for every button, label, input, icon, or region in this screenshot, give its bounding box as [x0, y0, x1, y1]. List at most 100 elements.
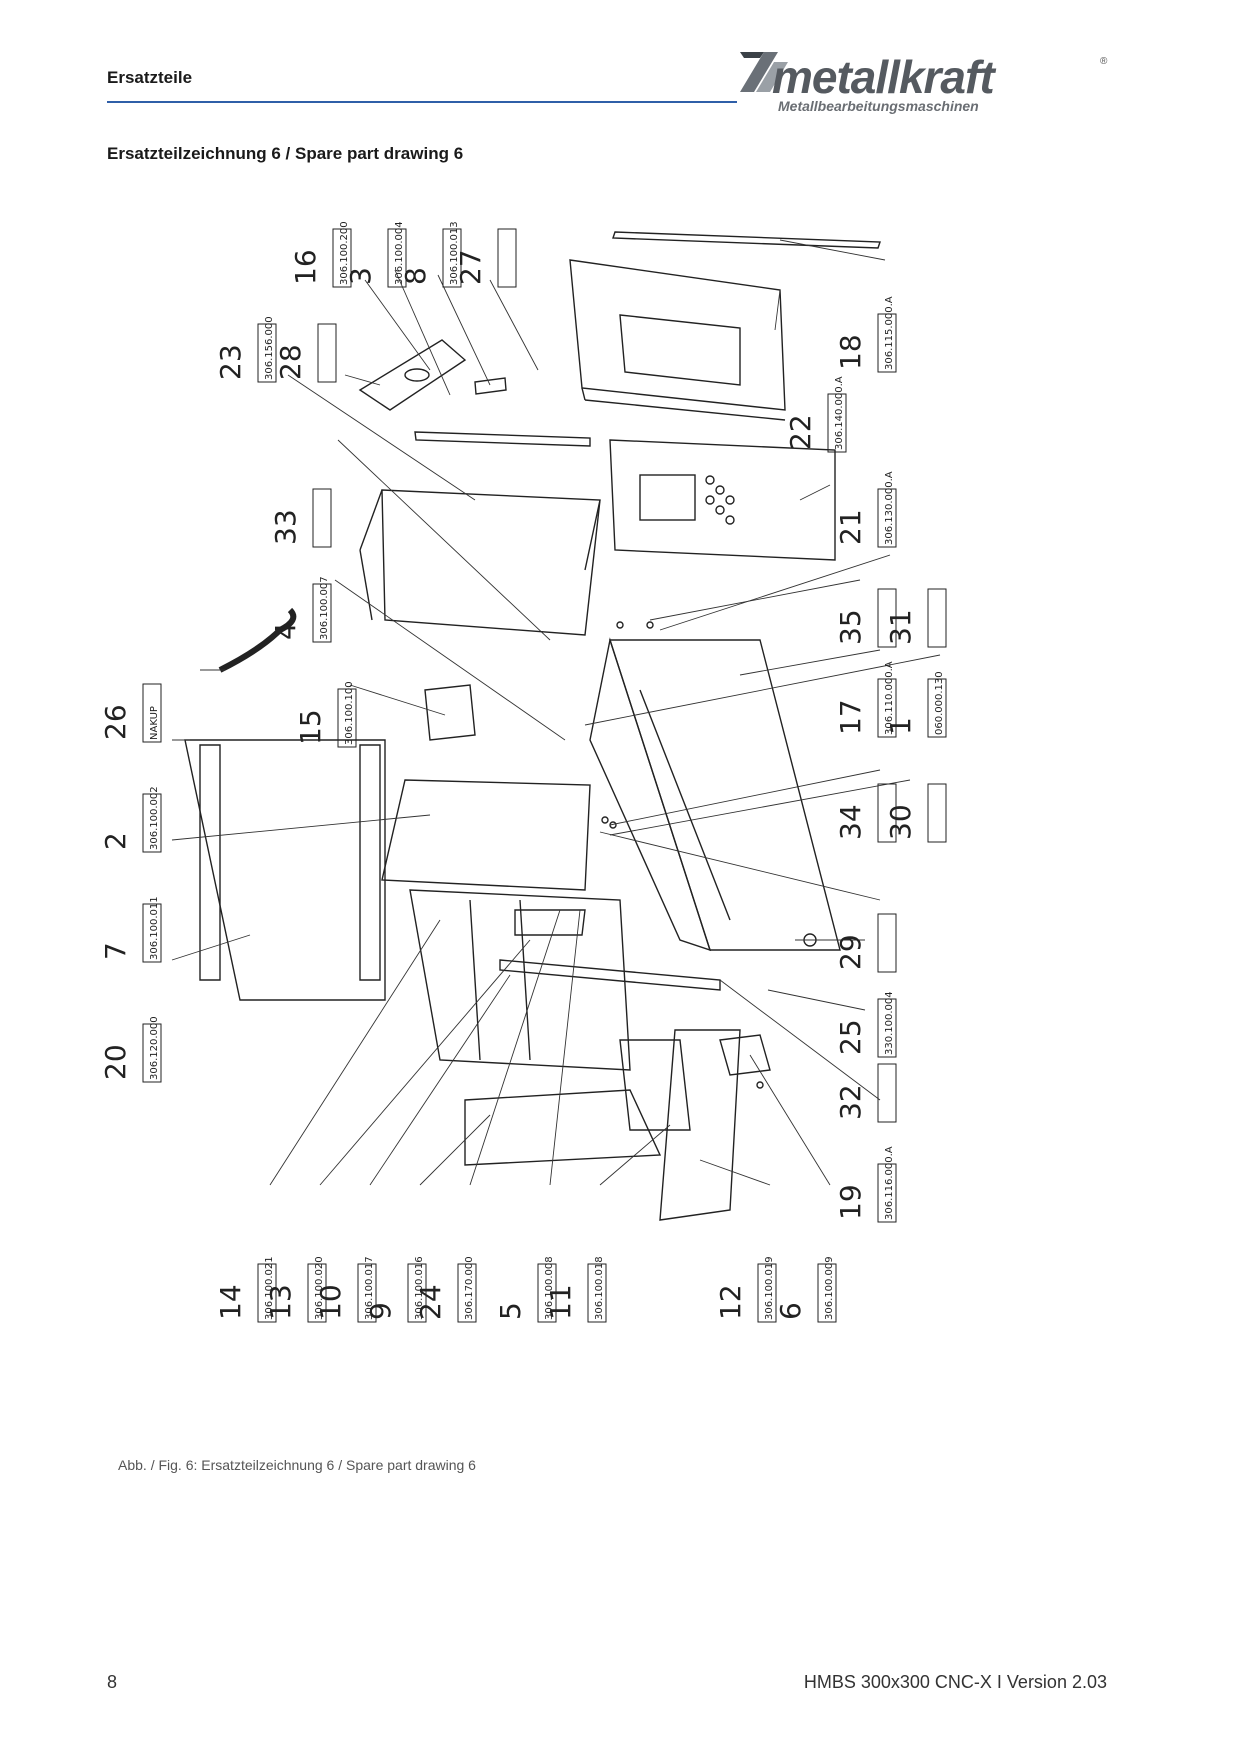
brand-logo: metallkraft ® Metallbearbeitungsmaschine…	[730, 46, 1110, 116]
svg-text:306.130.000.A: 306.130.000.A	[884, 471, 895, 545]
callout-30: 30	[884, 783, 947, 843]
part-panel-10	[409, 889, 631, 1071]
part-rail-19	[499, 959, 721, 991]
callout-10: 10 306.100.017	[314, 1256, 377, 1323]
drawing-parts	[184, 231, 881, 1221]
svg-text:6: 6	[774, 1302, 807, 1320]
svg-text:306.116.000.A: 306.116.000.A	[884, 1146, 895, 1220]
callout-20: 20 306.120.000	[99, 1016, 162, 1083]
svg-text:35: 35	[834, 609, 867, 645]
page-number: 8	[107, 1672, 118, 1692]
part-frame-1	[609, 639, 841, 951]
svg-text:22: 22	[784, 414, 817, 450]
svg-text:306.100.008: 306.100.008	[544, 1256, 555, 1320]
callout-31: 31	[884, 588, 947, 648]
svg-text:23: 23	[214, 344, 247, 380]
svg-text:306.100.021: 306.100.021	[264, 1256, 275, 1320]
svg-text:1: 1	[884, 717, 917, 735]
svg-text:3: 3	[344, 267, 377, 285]
svg-text:16: 16	[289, 249, 322, 285]
svg-text:14: 14	[214, 1284, 247, 1320]
leader-lines	[171, 239, 941, 1186]
callout-32: 32	[834, 1063, 897, 1123]
callout-5: 5 306.100.008	[494, 1256, 557, 1323]
callout-27: 27	[454, 228, 517, 288]
callout-6: 6 306.100.009	[774, 1256, 837, 1323]
callout-18: 18 306.115.000.A	[834, 296, 897, 373]
svg-text:306.100.019: 306.100.019	[764, 1256, 775, 1320]
svg-text:18: 18	[834, 334, 867, 370]
svg-text:306.100.020: 306.100.020	[314, 1256, 325, 1320]
svg-text:306.100.018: 306.100.018	[594, 1256, 605, 1320]
part-strip-8	[414, 431, 591, 447]
callout-11: 11 306.100.018	[544, 1256, 607, 1323]
part-panel-12	[659, 1029, 741, 1221]
svg-text:306.110.000.A: 306.110.000.A	[884, 661, 895, 735]
svg-text:34: 34	[834, 804, 867, 840]
section-header: Ersatzteile	[107, 68, 193, 87]
svg-text:8: 8	[399, 267, 432, 285]
svg-text:20: 20	[99, 1044, 132, 1080]
part-column-2	[184, 739, 386, 1001]
svg-text:306.100.009: 306.100.009	[824, 1256, 835, 1320]
svg-text:25: 25	[834, 1019, 867, 1055]
svg-text:15: 15	[294, 709, 327, 745]
logo-registered-mark: ®	[1100, 56, 1108, 67]
svg-text:NAKUP: NAKUP	[149, 706, 160, 740]
part-plate-3	[358, 339, 467, 411]
svg-text:28: 28	[274, 344, 307, 380]
callout-15: 15 306.100.100	[294, 681, 357, 748]
svg-text:306.156.000: 306.156.000	[264, 316, 275, 380]
svg-text:27: 27	[454, 249, 487, 285]
part-plate-24	[464, 1089, 662, 1166]
svg-text:306.115.000.A: 306.115.000.A	[884, 296, 895, 370]
svg-text:19: 19	[834, 1184, 867, 1220]
svg-text:306.100.017: 306.100.017	[364, 1256, 375, 1320]
logo-wordmark: metallkraft	[772, 51, 995, 103]
callout-12: 12 306.100.019	[714, 1256, 777, 1323]
svg-text:13: 13	[264, 1284, 297, 1320]
callout-28: 28	[274, 323, 337, 383]
svg-text:306.120.000: 306.120.000	[149, 1016, 160, 1080]
callout-35: 35	[834, 588, 897, 648]
callout-4: 4 306.100.007	[269, 576, 332, 643]
svg-text:306.100.004: 306.100.004	[394, 221, 405, 285]
svg-text:306.100.007: 306.100.007	[319, 576, 330, 640]
svg-text:306.170.000: 306.170.000	[464, 1256, 475, 1320]
part-control-panel-21	[609, 439, 836, 561]
svg-text:32: 32	[834, 1084, 867, 1120]
callout-29: 29	[834, 913, 897, 973]
svg-text:060.000.130: 060.000.130	[934, 671, 945, 735]
svg-text:306.100.100: 306.100.100	[344, 681, 355, 745]
svg-text:29: 29	[834, 934, 867, 970]
callout-13: 13 306.100.020	[264, 1256, 327, 1323]
part-rail-18	[612, 231, 881, 249]
svg-text:12: 12	[714, 1284, 747, 1320]
callout-14: 14 306.100.021	[214, 1256, 277, 1323]
svg-text:10: 10	[314, 1284, 347, 1320]
svg-text:4: 4	[269, 622, 302, 640]
svg-text:5: 5	[494, 1302, 527, 1320]
callout-1: 1 060.000.130	[884, 671, 947, 738]
logo-subtitle: Metallbearbeitungsmaschinen	[778, 98, 979, 114]
svg-text:33: 33	[269, 509, 302, 545]
svg-text:11: 11	[544, 1284, 577, 1320]
part-housing-23	[381, 489, 601, 636]
svg-text:9: 9	[364, 1302, 397, 1320]
svg-text:24: 24	[414, 1284, 447, 1320]
svg-text:2: 2	[99, 832, 132, 850]
header-rule	[107, 101, 737, 103]
callout-19: 19 306.116.000.A	[834, 1146, 897, 1223]
callout-23: 23 306.156.000	[214, 316, 277, 383]
svg-text:306.100.002: 306.100.002	[149, 786, 160, 850]
